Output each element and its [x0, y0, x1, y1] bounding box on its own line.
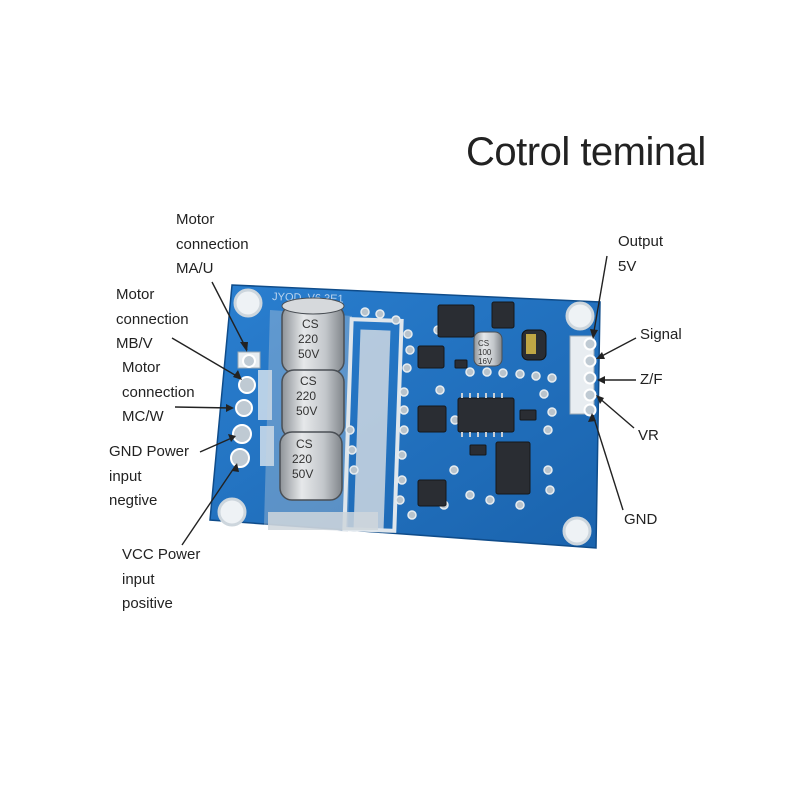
tiny-capacitor	[521, 329, 547, 361]
chips	[417, 301, 537, 507]
svg-text:50V: 50V	[298, 347, 319, 361]
mounting-hole	[233, 288, 263, 318]
pin-gnd	[583, 403, 597, 417]
ic	[495, 441, 531, 495]
label-gnd-power: GND Power input negtive	[109, 443, 190, 509]
svg-text:220: 220	[298, 332, 318, 346]
svg-text:CS: CS	[302, 317, 319, 331]
capacitor-1: CS 220 50V	[281, 297, 345, 374]
mounting-hole	[217, 497, 247, 527]
svg-text:50V: 50V	[296, 404, 317, 418]
pad-mb	[238, 376, 256, 394]
mounting-hole	[565, 301, 595, 331]
svg-text:CS: CS	[478, 339, 489, 348]
left-terminal-pads	[230, 351, 274, 468]
arrowheads	[226, 329, 605, 472]
svg-text:220: 220	[296, 389, 316, 403]
capacitor-3: CS 220 50V	[279, 431, 343, 501]
pin-zf	[583, 371, 597, 385]
label-motor-mb-v: Motor connection MB/V	[116, 286, 189, 352]
pin-signal	[583, 354, 597, 368]
ic	[417, 405, 447, 433]
pad-ma	[242, 354, 256, 368]
small-capacitor: CS 100 16V	[473, 331, 503, 367]
regulator	[491, 301, 515, 329]
svg-text:220: 220	[292, 452, 312, 466]
svg-text:CS: CS	[300, 374, 317, 388]
label-motor-ma-u: Motor connection MA/U	[176, 211, 249, 277]
ic	[417, 479, 447, 507]
label-z-f: Z/F	[640, 371, 663, 388]
control-terminal-header	[569, 335, 597, 417]
ic	[457, 397, 515, 433]
diagram-title: Cotrol teminal	[466, 130, 706, 174]
label-signal: Signal	[640, 326, 682, 343]
svg-text:CS: CS	[296, 437, 313, 451]
label-motor-mc-w: Motor connection MC/W	[122, 359, 195, 425]
ic	[417, 345, 445, 369]
smd	[454, 359, 468, 369]
label-output-5v: Output 5V	[618, 233, 664, 275]
pad-mc	[235, 399, 253, 417]
mosfet	[437, 304, 475, 338]
svg-text:16V: 16V	[478, 357, 493, 366]
capacitor-2: CS 220 50V	[281, 369, 345, 439]
svg-text:50V: 50V	[292, 467, 313, 481]
pin-5v	[583, 337, 597, 351]
solder-points	[345, 307, 557, 520]
label-gnd: GND	[624, 511, 658, 528]
smd	[519, 409, 537, 421]
leader-lines	[171, 255, 637, 546]
label-vr: VR	[638, 427, 659, 444]
pad-gnd	[232, 424, 252, 444]
mounting-holes	[217, 288, 595, 546]
svg-text:100: 100	[478, 348, 492, 357]
pin-vr	[583, 388, 597, 402]
mounting-hole	[562, 516, 592, 546]
label-vcc-power: VCC Power input positive	[122, 546, 201, 612]
smd	[469, 444, 487, 456]
pad-vcc	[230, 448, 250, 468]
